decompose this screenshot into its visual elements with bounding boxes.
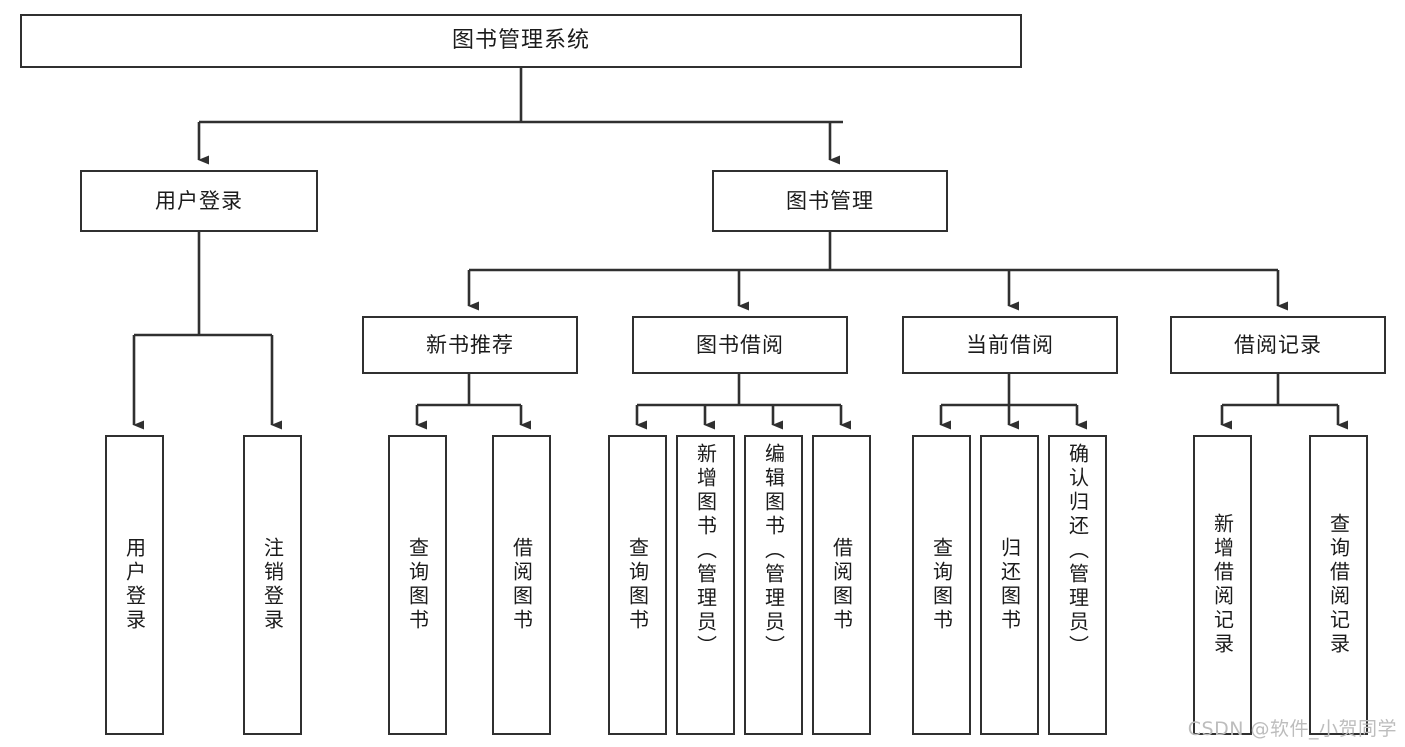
node-leaf-user-login-label: 用户登录 bbox=[122, 537, 147, 633]
node-borrow-record[interactable]: 借阅记录 bbox=[1170, 316, 1386, 374]
csdn-watermark: CSDN @软件_小贺同学 bbox=[1187, 718, 1397, 740]
node-leaf-add-book[interactable]: 新增图书（管理员） bbox=[676, 435, 735, 735]
node-leaf-return-book[interactable]: 归还图书 bbox=[980, 435, 1039, 735]
node-book-management[interactable]: 图书管理 bbox=[712, 170, 948, 232]
node-book-borrow-label: 图书借阅 bbox=[696, 332, 784, 357]
node-leaf-add-record-label: 新增借阅记录 bbox=[1210, 513, 1235, 657]
node-leaf-add-book-label: 新增图书（管理员） bbox=[693, 443, 718, 659]
node-leaf-borrow-book-1[interactable]: 借阅图书 bbox=[492, 435, 551, 735]
node-leaf-query-book-3-label: 查询图书 bbox=[929, 537, 954, 633]
node-leaf-query-book-2[interactable]: 查询图书 bbox=[608, 435, 667, 735]
node-leaf-edit-book-label: 编辑图书（管理员） bbox=[761, 443, 786, 659]
node-leaf-return-book-label: 归还图书 bbox=[997, 537, 1022, 633]
node-current-borrow[interactable]: 当前借阅 bbox=[902, 316, 1118, 374]
node-leaf-query-book-3[interactable]: 查询图书 bbox=[912, 435, 971, 735]
node-leaf-query-book-2-label: 查询图书 bbox=[625, 537, 650, 633]
node-leaf-borrow-book-1-label: 借阅图书 bbox=[509, 537, 534, 633]
node-leaf-user-logout-label: 注销登录 bbox=[260, 537, 285, 633]
node-new-book-recommend[interactable]: 新书推荐 bbox=[362, 316, 578, 374]
node-leaf-borrow-book-2-label: 借阅图书 bbox=[829, 537, 854, 633]
node-leaf-add-record[interactable]: 新增借阅记录 bbox=[1193, 435, 1252, 735]
node-new-book-recommend-label: 新书推荐 bbox=[426, 332, 514, 357]
node-leaf-user-login[interactable]: 用户登录 bbox=[105, 435, 164, 735]
node-leaf-borrow-book-2[interactable]: 借阅图书 bbox=[812, 435, 871, 735]
node-book-borrow[interactable]: 图书借阅 bbox=[632, 316, 848, 374]
node-borrow-record-label: 借阅记录 bbox=[1234, 332, 1322, 357]
node-book-management-label: 图书管理 bbox=[786, 188, 874, 213]
node-leaf-query-book-1-label: 查询图书 bbox=[405, 537, 430, 633]
node-leaf-query-record-label: 查询借阅记录 bbox=[1326, 513, 1351, 657]
node-leaf-query-book-1[interactable]: 查询图书 bbox=[388, 435, 447, 735]
node-leaf-confirm-return-label: 确认归还（管理员） bbox=[1065, 443, 1090, 659]
node-leaf-query-record[interactable]: 查询借阅记录 bbox=[1309, 435, 1368, 735]
node-current-borrow-label: 当前借阅 bbox=[966, 332, 1054, 357]
node-leaf-user-logout[interactable]: 注销登录 bbox=[243, 435, 302, 735]
node-leaf-edit-book[interactable]: 编辑图书（管理员） bbox=[744, 435, 803, 735]
node-user-login[interactable]: 用户登录 bbox=[80, 170, 318, 232]
node-leaf-confirm-return[interactable]: 确认归还（管理员） bbox=[1048, 435, 1107, 735]
node-user-login-label: 用户登录 bbox=[155, 188, 243, 213]
node-root[interactable]: 图书管理系统 bbox=[20, 14, 1022, 68]
node-root-label: 图书管理系统 bbox=[451, 28, 590, 54]
